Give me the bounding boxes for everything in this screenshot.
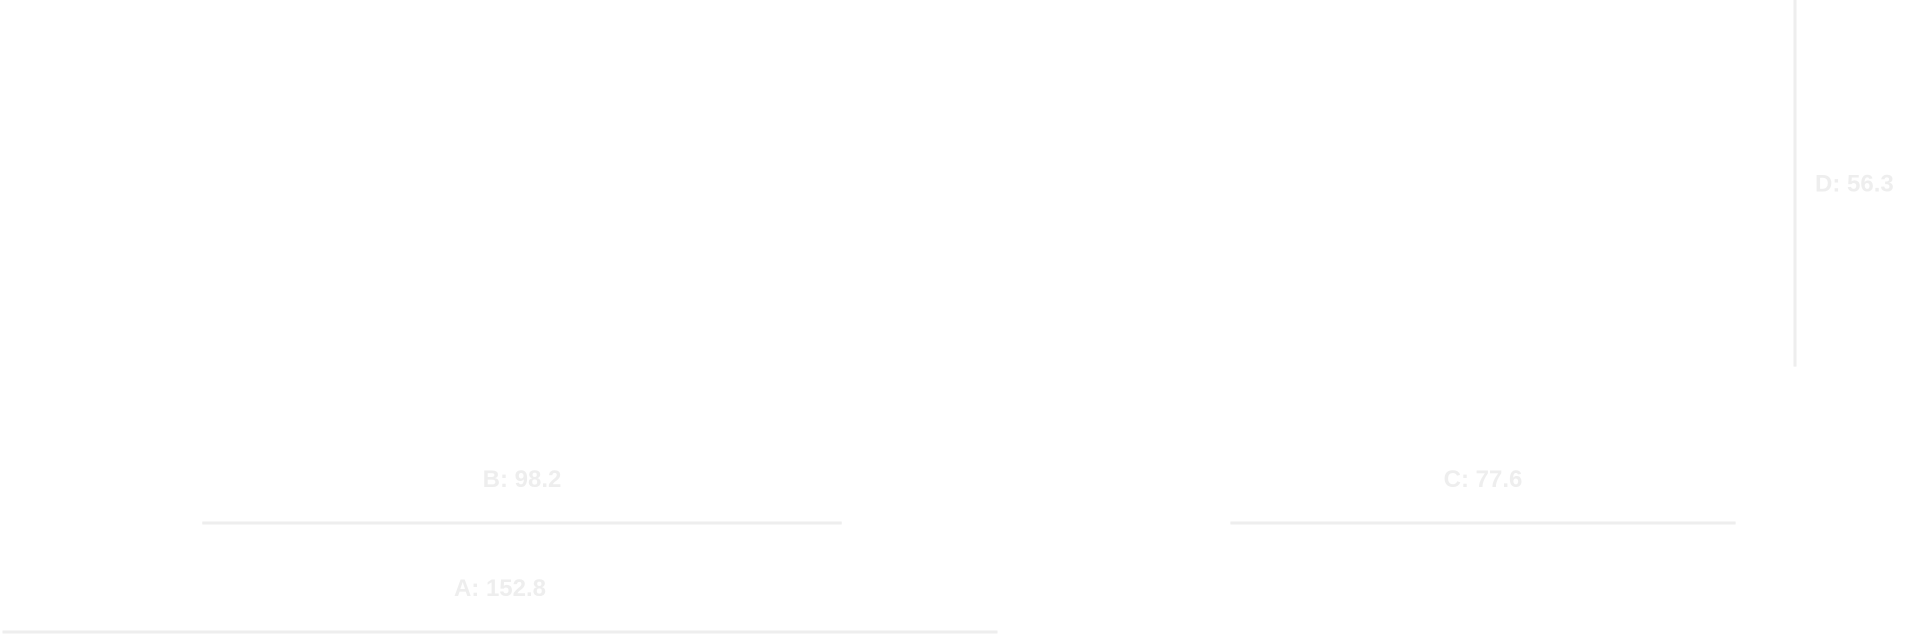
value-label-b: B: 98.2 bbox=[483, 466, 562, 493]
value-label-d: D: 56.3 bbox=[1815, 170, 1894, 197]
value-label-a: A: 152.8 bbox=[454, 575, 546, 602]
value-label-c: C: 77.6 bbox=[1444, 466, 1523, 493]
